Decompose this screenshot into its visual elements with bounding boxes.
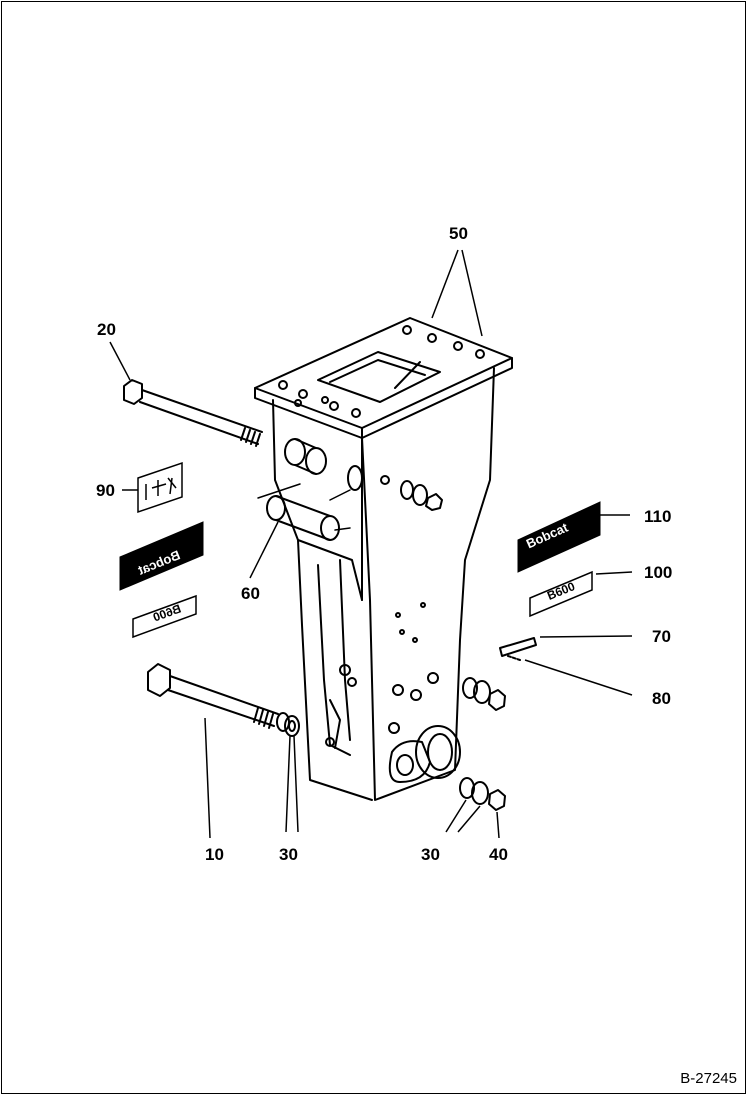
callout-40: 40 — [489, 845, 508, 864]
callout-100: 100 — [644, 563, 673, 582]
callout-110: 110 — [644, 507, 672, 526]
decal-b600-left — [132, 594, 197, 639]
callout-10: 10 — [205, 845, 224, 864]
decal-bobcat-left — [119, 521, 204, 591]
lower-right-hardware — [459, 777, 506, 811]
middle-right-hardware — [462, 677, 506, 711]
callout-90: 90 — [96, 481, 115, 500]
pivot-pin — [257, 483, 351, 541]
upper-right-hardware — [400, 480, 443, 511]
decal-bobcat-right — [517, 501, 601, 573]
figure-id: B-27245 — [680, 1070, 737, 1087]
callout-60: 60 — [241, 584, 260, 603]
callout-30-right: 30 — [421, 845, 440, 864]
cotter-pin — [507, 655, 521, 661]
callout-80: 80 — [652, 689, 671, 708]
mounting-plate — [254, 317, 513, 439]
retainer-plate — [499, 637, 537, 657]
leader-lines — [109, 249, 633, 839]
callout-30-left: 30 — [279, 845, 298, 864]
callout-20: 20 — [97, 320, 116, 339]
upper-bolt — [123, 379, 263, 447]
left-washers — [276, 712, 300, 737]
main-frame — [272, 367, 495, 801]
lower-bolt — [147, 663, 279, 729]
decal-b600-right — [529, 570, 593, 618]
callout-50: 50 — [449, 224, 468, 243]
decal-90 — [137, 461, 183, 514]
callout-70: 70 — [652, 627, 671, 646]
